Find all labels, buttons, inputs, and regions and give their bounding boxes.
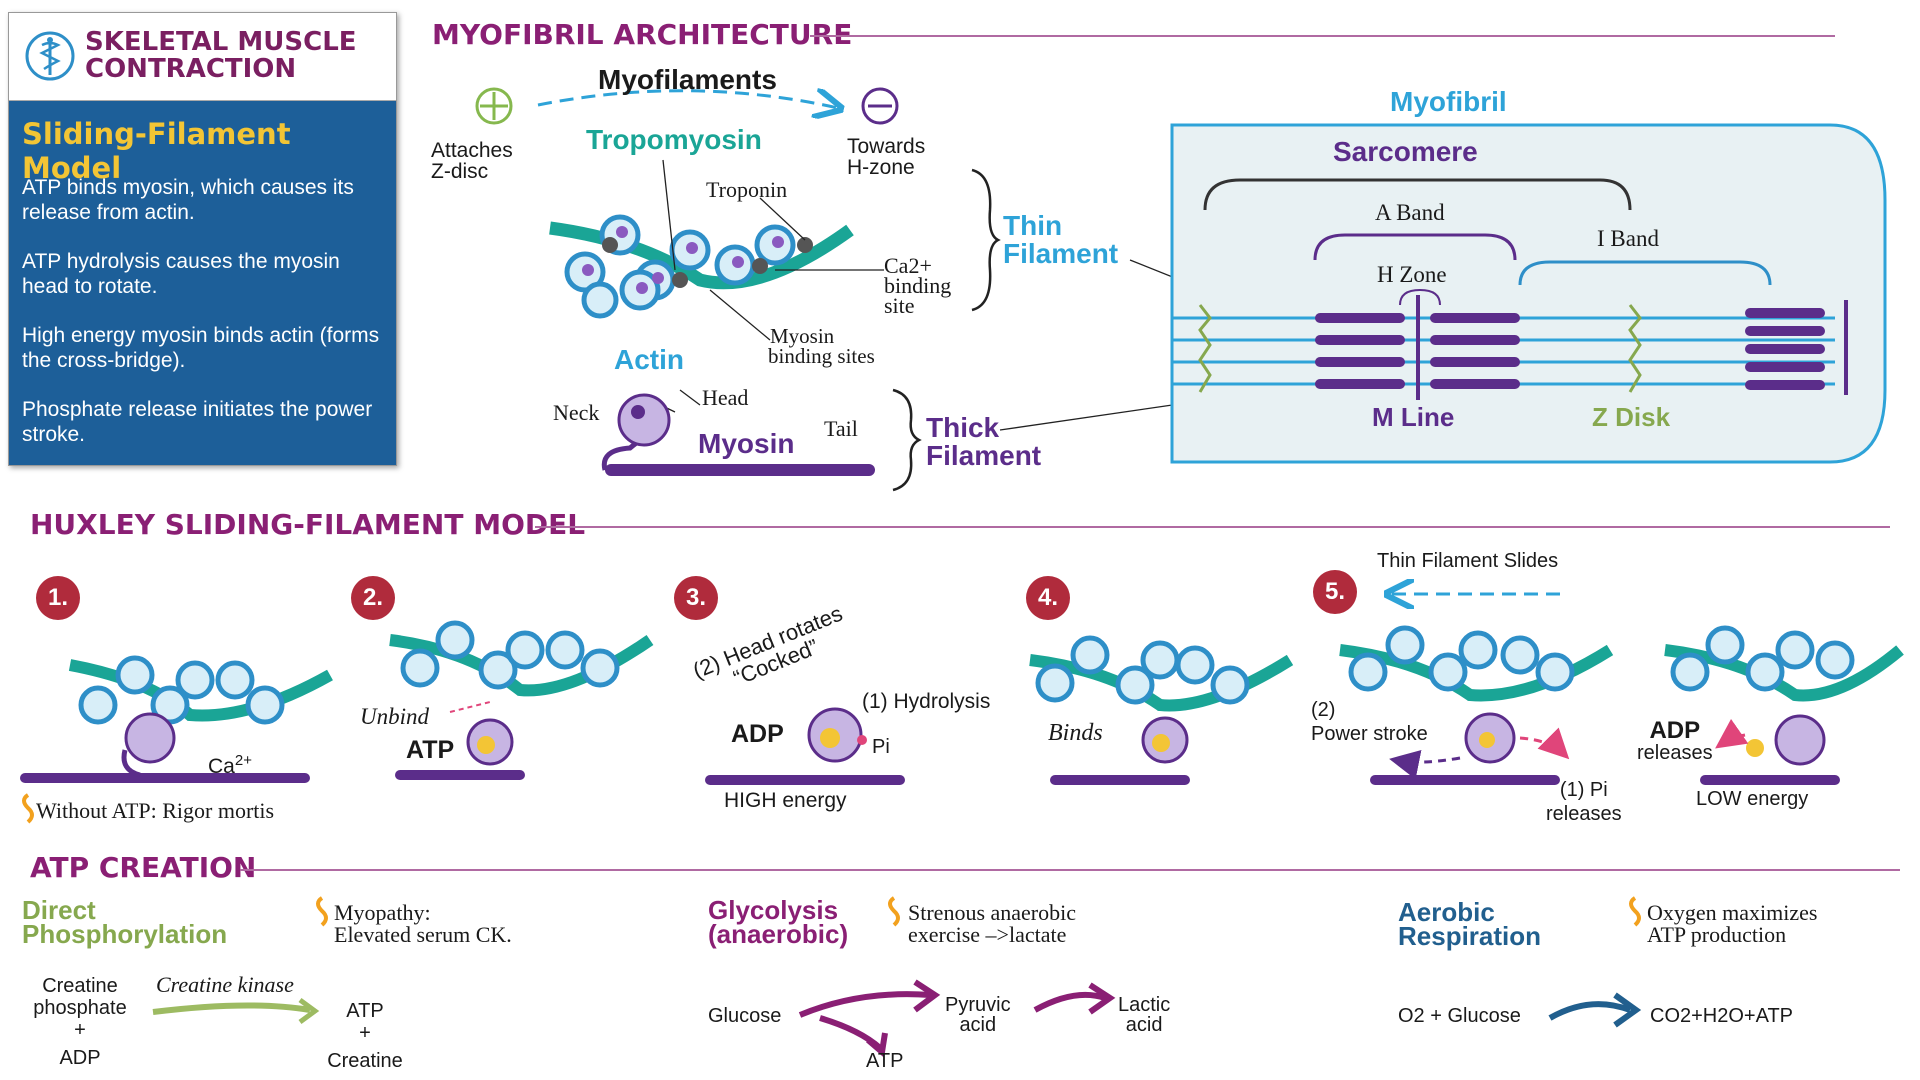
title-card: SKELETAL MUSCLE CONTRACTION Sliding-Fila…	[8, 12, 397, 466]
step-text-1: ATP binds myosin, which causes its relea…	[22, 176, 354, 224]
caduceus-logo-icon	[25, 31, 75, 81]
step-text-2: ATP hydrolysis causes the myosin head to…	[22, 250, 340, 298]
binds-label: Binds	[1048, 720, 1103, 746]
section-divider	[535, 526, 1890, 528]
unbind-label: Unbind	[360, 704, 429, 729]
page-title: SKELETAL MUSCLE CONTRACTION	[85, 27, 357, 84]
lactic-acid-label: Lactic acid	[1118, 994, 1171, 1036]
myofibril-architecture-heading: MYOFIBRIL ARCHITECTURE	[432, 18, 853, 51]
oxygen-note: Oxygen maximizes ATP production	[1647, 900, 1818, 947]
step-badge-1: 1.	[36, 576, 80, 620]
glycolysis-heading: Glycolysis (anaerobic)	[708, 895, 849, 949]
myosin-label: Myosin	[698, 428, 795, 459]
tail-label: Tail	[824, 416, 858, 441]
neck-label: Neck	[553, 400, 600, 425]
adp-releases-label: ADP releases	[1637, 717, 1713, 765]
pi-releases-label: (1) Pi releases	[1546, 779, 1622, 825]
section-divider	[240, 869, 1900, 871]
plus-end-icon	[475, 87, 513, 125]
step-text-4: Phosphate release initiates the power st…	[22, 398, 373, 446]
thin-filament-label: Thin Filament	[1003, 210, 1119, 269]
myofibril-illustration	[1170, 123, 1887, 464]
aerobic-arrow	[1548, 992, 1642, 1028]
m-line-label: M Line	[1372, 402, 1455, 432]
step-badge-5: 5.	[1313, 570, 1357, 614]
tropomyosin-label: Tropomyosin	[586, 124, 762, 155]
huxley-step-illustrations	[20, 594, 1904, 785]
creatine-phosphate-label: Creatine phosphate + ADP	[33, 975, 127, 1069]
adp-label: ADP	[731, 720, 784, 748]
glycolysis-atp-label: ATP	[866, 1050, 904, 1072]
minus-end-icon	[861, 87, 899, 125]
pyruvic-acid-label: Pyruvic acid	[945, 994, 1011, 1036]
troponin-label: Troponin	[706, 177, 788, 202]
sarcomere-label: Sarcomere	[1333, 136, 1478, 167]
i-band-label: I Band	[1597, 226, 1659, 251]
attaches-label: Attaches Z-disc	[431, 139, 513, 183]
model-heading: Sliding-Filament Model	[22, 117, 291, 185]
creatine-kinase-arrow	[152, 1002, 311, 1015]
myofilaments-label: Myofilaments	[598, 64, 777, 95]
myosin-illustration	[601, 393, 875, 476]
pi-label: Pi	[872, 736, 890, 758]
huxley-heading: HUXLEY SLIDING-FILAMENT MODEL	[30, 508, 586, 541]
rigor-mortis-note: Without ATP: Rigor mortis	[36, 798, 275, 823]
power-stroke-label: (2) Power stroke	[1311, 699, 1428, 745]
thin-filament-illustration	[549, 214, 854, 319]
thick-filament-label: Thick Filament	[926, 412, 1042, 471]
myofibril-label: Myofibril	[1390, 86, 1507, 117]
towards-label: Towards H-zone	[847, 135, 926, 179]
direct-phosphorylation-heading: Direct Phosphorylation	[22, 895, 228, 949]
ca-label: Ca2+	[208, 752, 252, 778]
step-badge-4: 4.	[1026, 576, 1070, 620]
thin-filament-brace	[971, 168, 1001, 312]
low-energy-label: LOW energy	[1696, 788, 1809, 810]
head-label: Head	[702, 385, 749, 410]
warning-icon	[22, 793, 1641, 927]
a-band-label: A Band	[1375, 200, 1445, 225]
o2-glucose-label: O2 + Glucose	[1398, 1005, 1521, 1027]
atp-label: ATP	[406, 736, 455, 764]
aerobic-products-label: CO2+H2O+ATP	[1650, 1005, 1794, 1027]
atp-creation-heading: ATP CREATION	[30, 851, 257, 884]
thin-filament-slides-label: Thin Filament Slides	[1377, 550, 1559, 572]
creatine-kinase-label: Creatine kinase	[156, 972, 294, 997]
step-text-3: High energy myosin binds actin (forms th…	[22, 324, 380, 372]
ca-binding-site-label: Ca2+ binding site	[884, 253, 952, 318]
hydrolysis-label: (1) Hydrolysis	[862, 690, 991, 713]
title-header: SKELETAL MUSCLE CONTRACTION	[9, 13, 396, 101]
atp-creatine-label: ATP + Creatine	[327, 1000, 403, 1072]
thick-filament-brace	[892, 388, 922, 492]
actin-label: Actin	[614, 344, 684, 375]
strenuous-exercise-note: Strenous anaerobic exercise –>lactate	[908, 900, 1076, 947]
aerobic-respiration-heading: Aerobic Respiration	[1398, 897, 1542, 951]
step-badge-2: 2.	[351, 576, 395, 620]
glucose-label: Glucose	[708, 1005, 782, 1027]
z-disk-label: Z Disk	[1592, 402, 1671, 432]
glycolysis-arrows	[798, 979, 1116, 1058]
myosin-binding-sites-label: Myosin binding sites	[768, 324, 875, 368]
h-zone-label: H Zone	[1377, 262, 1447, 287]
myopathy-note: Myopathy: Elevated serum CK.	[334, 900, 512, 947]
step-badge-3: 3.	[674, 576, 718, 620]
high-energy-label: HIGH energy	[724, 789, 847, 812]
section-divider	[810, 35, 1835, 37]
